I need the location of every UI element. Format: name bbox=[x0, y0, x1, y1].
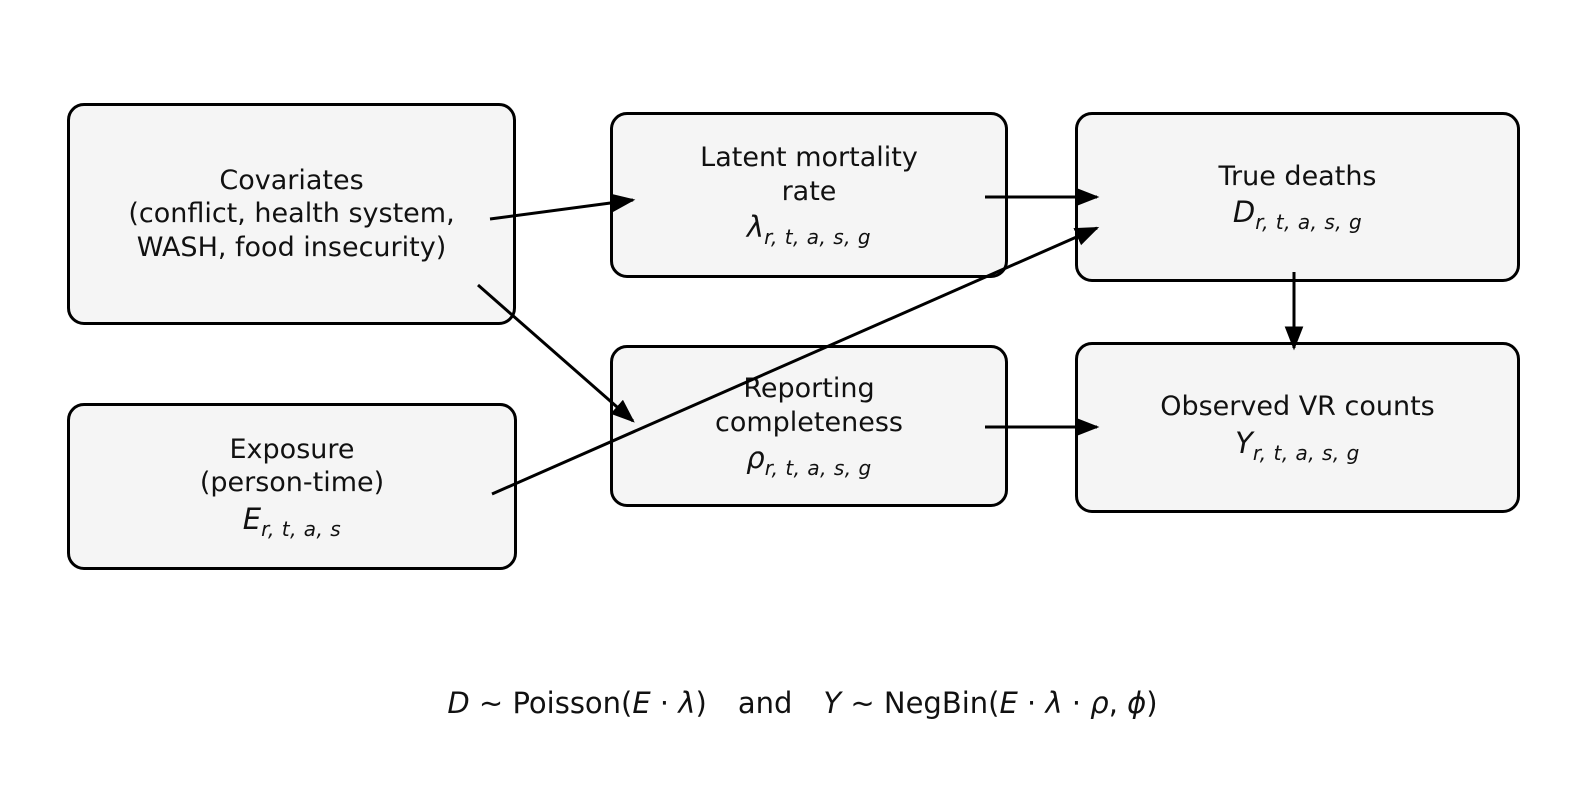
formula-segment: , bbox=[1108, 686, 1128, 720]
formula-segment: Poisson( bbox=[512, 686, 633, 720]
node-covariates-line-2: WASH, food insecurity) bbox=[136, 231, 447, 263]
node-covariates-line-0: Covariates bbox=[219, 164, 364, 196]
node-observed-vr-counts-line-0: Observed VR counts bbox=[1160, 391, 1435, 423]
node-latent-mortality-rate-line-0: Latent mortality bbox=[700, 142, 918, 174]
formula-segment: ∼ bbox=[469, 686, 513, 720]
formula-segment: ) bbox=[1146, 686, 1158, 720]
node-reporting-completeness-math: ρr, t, a, s, g bbox=[746, 441, 872, 480]
math-subscript: r, t, a, s, g bbox=[1252, 440, 1360, 465]
formula-segment: ⋅ bbox=[1062, 686, 1091, 720]
math-symbol: D bbox=[1232, 195, 1256, 230]
formula-segment: E bbox=[632, 686, 651, 720]
math-symbol: Y bbox=[1235, 425, 1253, 460]
math-symbol: λ bbox=[746, 210, 765, 245]
node-latent-mortality-rate-line-1: rate bbox=[781, 175, 837, 207]
formula-segment: ⋅ bbox=[1017, 686, 1046, 720]
math-symbol: E bbox=[242, 501, 262, 536]
formula-segment: E bbox=[999, 686, 1018, 720]
formula-segment: Y bbox=[823, 686, 842, 720]
node-true-deaths-line-0: True deaths bbox=[1218, 160, 1377, 192]
node-latent-mortality-rate-math: λr, t, a, s, g bbox=[746, 210, 872, 249]
formula-segment: and bbox=[737, 686, 793, 720]
node-exposure-line-1: (person-time) bbox=[199, 467, 385, 499]
node-exposure: Exposure(person-time)Er, t, a, s bbox=[67, 403, 517, 570]
math-subscript: r, t, a, s bbox=[261, 516, 342, 541]
formula-segment: ) bbox=[695, 686, 707, 720]
node-reporting-completeness-line-0: Reporting bbox=[743, 373, 875, 405]
formula-segment: NegBin( bbox=[883, 686, 1000, 720]
math-symbol: ρ bbox=[746, 441, 765, 476]
formula-segment: ϕ bbox=[1127, 686, 1147, 720]
node-covariates-line-1: (conflict, health system, bbox=[128, 198, 455, 230]
formula-segment: D bbox=[447, 686, 470, 720]
math-subscript: r, t, a, s, g bbox=[1255, 210, 1363, 235]
formula-segment: ρ bbox=[1090, 686, 1109, 720]
math-subscript: r, t, a, s, g bbox=[764, 455, 872, 480]
node-covariates: Covariates(conflict, health system,WASH,… bbox=[67, 103, 516, 325]
node-true-deaths-math: Dr, t, a, s, g bbox=[1233, 196, 1362, 234]
formula-segment: λ bbox=[1045, 686, 1063, 720]
node-exposure-line-0: Exposure bbox=[229, 433, 355, 465]
formula-segment: λ bbox=[678, 686, 696, 720]
math-subscript: r, t, a, s, g bbox=[764, 224, 872, 249]
node-exposure-math: Er, t, a, s bbox=[242, 501, 342, 541]
formula-segment: ⋅ bbox=[650, 686, 679, 720]
formula-segment: ∼ bbox=[841, 686, 884, 720]
node-observed-vr-counts-math: Yr, t, a, s, g bbox=[1235, 425, 1360, 465]
node-reporting-completeness-line-1: completeness bbox=[715, 406, 903, 438]
